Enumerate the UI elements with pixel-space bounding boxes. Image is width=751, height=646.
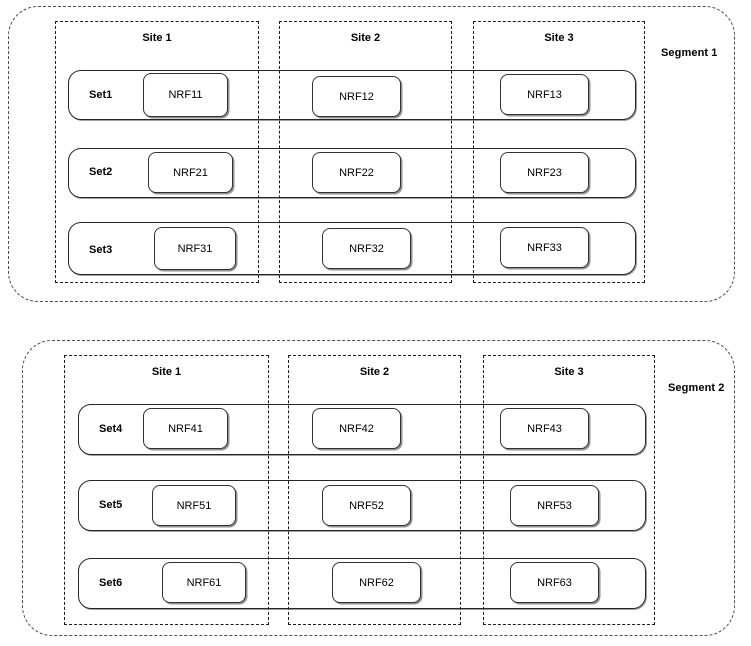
segment-1-label: Segment 1 xyxy=(661,47,718,59)
nrf-node-nrf41[interactable]: NRF41 xyxy=(143,408,228,449)
segment-2-site-2-label: Site 2 xyxy=(359,366,390,378)
nrf-node-nrf12[interactable]: NRF12 xyxy=(312,76,401,117)
nrf-node-nrf42[interactable]: NRF42 xyxy=(312,408,401,449)
segment-2-set-6-band xyxy=(78,558,646,609)
segment-2-set-5-band xyxy=(78,480,646,531)
segment-2-set-5-label: Set5 xyxy=(99,499,123,511)
segment-2-site-3-label: Site 3 xyxy=(554,366,584,378)
nrf-node-nrf63[interactable]: NRF63 xyxy=(510,562,599,603)
segment-1-site-2-column xyxy=(279,21,452,283)
nrf-node-nrf11[interactable]: NRF11 xyxy=(143,73,228,117)
segment-2-label: Segment 2 xyxy=(668,382,725,394)
nrf-node-nrf32[interactable]: NRF32 xyxy=(322,228,411,269)
nrf-node-nrf31[interactable]: NRF31 xyxy=(154,227,236,270)
segment-1-site-3-label: Site 3 xyxy=(544,32,574,44)
nrf-node-nrf22[interactable]: NRF22 xyxy=(312,152,401,193)
segment-2-site-1-column xyxy=(64,355,269,625)
segment-2-set-4-band xyxy=(78,404,646,455)
nrf-node-nrf51[interactable]: NRF51 xyxy=(152,485,236,526)
nrf-node-nrf13[interactable]: NRF13 xyxy=(500,74,589,115)
segment-1-site-1-column xyxy=(55,21,259,283)
segment-1-site-2-label: Site 2 xyxy=(350,32,381,44)
segment-2-site-1-label: Site 1 xyxy=(151,366,182,378)
segment-2-site-2-column xyxy=(288,355,461,625)
nrf-node-nrf43[interactable]: NRF43 xyxy=(500,408,589,449)
segment-1-set-2-label: Set2 xyxy=(89,166,113,178)
nrf-node-nrf33[interactable]: NRF33 xyxy=(500,227,589,268)
segment-1-set-3-label: Set3 xyxy=(89,244,113,256)
segment-1-set-1-label: Set1 xyxy=(89,89,113,101)
nrf-node-nrf53[interactable]: NRF53 xyxy=(510,485,599,526)
segment-2-set-4-label: Set4 xyxy=(99,423,123,435)
segment-2-site-3-column xyxy=(483,355,655,625)
segment-1-set-3-band xyxy=(68,222,636,275)
segment-2-set-6-label: Set6 xyxy=(99,577,123,589)
nrf-node-nrf61[interactable]: NRF61 xyxy=(162,562,246,603)
segment-1-set-1-band xyxy=(68,70,636,120)
nrf-node-nrf23[interactable]: NRF23 xyxy=(500,152,589,193)
nrf-node-nrf52[interactable]: NRF52 xyxy=(322,485,411,526)
nrf-node-nrf21[interactable]: NRF21 xyxy=(148,152,233,193)
segment-1-container xyxy=(8,6,735,302)
segment-2-container xyxy=(22,340,735,636)
segment-1-site-1-label: Site 1 xyxy=(142,32,172,44)
segment-1-set-2-band xyxy=(68,148,636,198)
segment-1-site-3-column xyxy=(473,21,645,283)
nrf-node-nrf62[interactable]: NRF62 xyxy=(332,562,421,603)
